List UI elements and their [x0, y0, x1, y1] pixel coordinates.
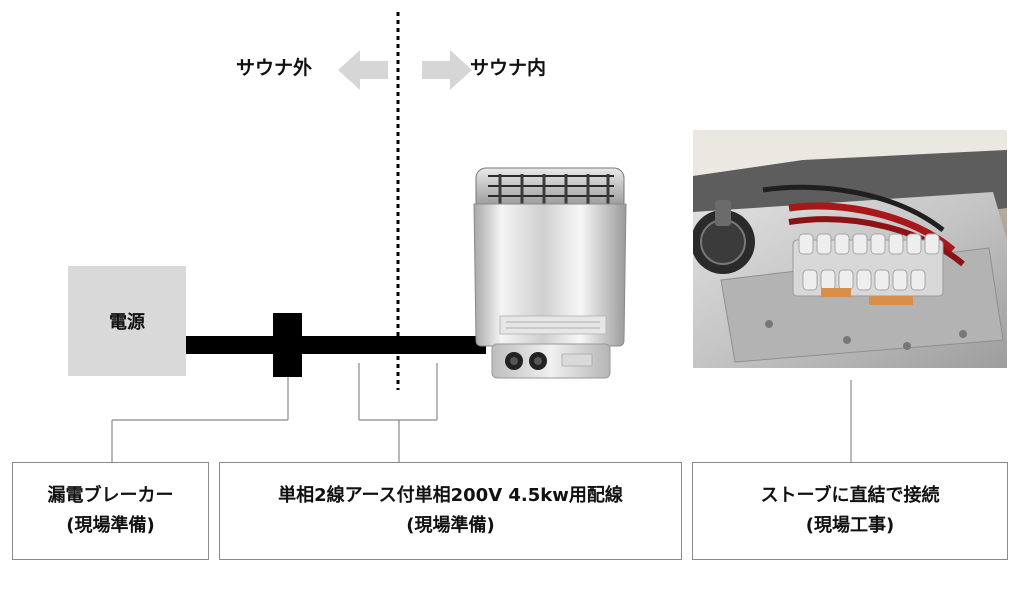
breaker-leader — [111, 377, 289, 462]
breaker-block — [273, 313, 302, 377]
wiring-label-line2: (現場準備) — [406, 515, 495, 536]
breaker-label-box: 漏電ブレーカー (現場準備) — [12, 462, 209, 560]
wiring-bracket — [358, 363, 438, 462]
zone-label-inside: サウナ内 — [470, 57, 547, 79]
breaker-label-line1: 漏電ブレーカー — [47, 485, 174, 506]
wiring-label-line1: 単相2線アース付単相200V 4.5kw用配線 — [278, 485, 623, 506]
power-source-box: 電源 — [68, 266, 186, 376]
sauna-stove-image — [473, 167, 627, 379]
zone-label-outside: サウナ外 — [236, 57, 313, 79]
arrow-left-icon — [338, 50, 388, 90]
main-cable — [186, 336, 486, 354]
wiring-label-box: 単相2線アース付単相200V 4.5kw用配線 (現場準備) — [219, 462, 682, 560]
zone-arrows — [338, 50, 472, 90]
arrow-right-icon — [422, 50, 472, 90]
connection-label-box: ストーブに直結で接続 (現場工事) — [692, 462, 1008, 560]
connection-label-line1: ストーブに直結で接続 — [760, 485, 940, 506]
breaker-label-line2: (現場準備) — [66, 515, 155, 536]
connection-label-line2: (現場工事) — [805, 515, 895, 536]
terminal-block-photo — [693, 130, 1007, 368]
power-source-label: 電源 — [109, 312, 145, 333]
sauna-boundary-line — [396, 12, 400, 390]
